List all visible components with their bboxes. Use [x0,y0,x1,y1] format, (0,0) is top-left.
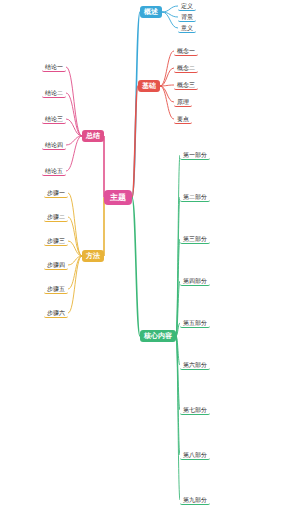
topic-text: 第一部分 [183,151,207,158]
branch-line [103,198,105,257]
topic-text: 步骤二 [47,213,65,220]
topic-text: 步骤六 [47,309,65,316]
topic-text: 意义 [181,24,193,31]
branch-line [132,86,138,198]
topic-text: 结论一 [45,63,63,70]
topic-text: 基础 [142,82,156,90]
leaf-topic: 第四部分 [180,276,210,286]
leaf-topic: 第三部分 [180,234,210,244]
leaf-topic: 结论二 [42,88,66,98]
topic-text: 核心内容 [144,332,172,340]
leaf-topic: 结论四 [42,140,66,150]
topic-text: 结论二 [45,89,63,96]
branch-line [66,119,82,136]
leaf-topic: 概念一 [174,46,198,56]
branch-line [176,281,180,336]
topic-text: 概念一 [177,47,195,54]
topic-text: 第九部分 [183,496,207,503]
topic-text: 概述 [144,8,158,16]
leaf-topic: 定义 [178,1,196,11]
leaf-topic: 第七部分 [180,405,210,415]
leaf-topic: 要点 [174,114,192,124]
branch-line [162,6,178,12]
topic-text: 步骤五 [47,285,65,292]
branch-line [160,68,174,86]
leaf-topic: 结论一 [42,62,66,72]
topic-text: 第六部分 [183,361,207,368]
branch-line [66,93,82,136]
topic-text: 概念二 [177,64,195,71]
leaf-topic: 步骤五 [44,284,68,294]
leaf-topic: 步骤四 [44,260,68,270]
branch-line [103,136,105,198]
topic-text: 概念三 [177,81,195,88]
topic-text: 第三部分 [183,235,207,242]
branch-topic: 方法 [82,250,104,262]
topic-text: 主题 [110,193,126,202]
branch-line [162,12,178,28]
branch-line [176,155,180,336]
branch-line [68,241,82,256]
leaf-topic: 背景 [178,12,196,22]
leaf-topic: 第六部分 [180,360,210,370]
topic-text: 步骤四 [47,261,65,268]
branch-topic: 概述 [140,6,162,18]
leaf-topic: 第八部分 [180,450,210,460]
leaf-topic: 第二部分 [180,192,210,202]
branch-topic: 核心内容 [140,330,176,342]
leaf-topic: 结论三 [42,114,66,124]
leaf-topic: 步骤一 [44,188,68,198]
topic-text: 第七部分 [183,406,207,413]
branch-line [132,12,140,198]
topic-text: 方法 [86,252,100,260]
branch-line [160,86,174,119]
leaf-topic: 步骤二 [44,212,68,222]
leaf-topic: 原理 [174,97,192,107]
branch-line [68,217,82,256]
topic-text: 结论三 [45,115,63,122]
central-topic: 主题 [104,190,132,205]
leaf-topic: 第一部分 [180,150,210,160]
branch-topic: 基础 [138,80,160,92]
branch-topic: 总结 [82,130,104,142]
topic-text: 背景 [181,13,193,20]
branch-line [160,51,174,86]
leaf-topic: 结论五 [42,166,66,176]
branch-line [160,85,174,86]
topic-text: 总结 [86,132,100,140]
leaf-topic: 步骤三 [44,236,68,246]
branch-line [160,86,174,102]
leaf-topic: 第五部分 [180,318,210,328]
topic-text: 第二部分 [183,193,207,200]
topic-text: 第八部分 [183,451,207,458]
branch-line [66,136,82,171]
topic-text: 第五部分 [183,319,207,326]
branch-line [132,198,140,337]
topic-text: 步骤三 [47,237,65,244]
topic-text: 定义 [181,2,193,9]
branch-line [68,193,82,256]
branch-line [66,67,82,136]
branch-line [176,197,180,336]
topic-text: 要点 [177,115,189,122]
leaf-topic: 概念二 [174,63,198,73]
leaf-topic: 意义 [178,23,196,33]
topic-text: 结论四 [45,141,63,148]
topic-text: 第四部分 [183,277,207,284]
topic-text: 步骤一 [47,189,65,196]
leaf-topic: 第九部分 [180,495,210,505]
leaf-topic: 步骤六 [44,308,68,318]
leaf-topic: 概念三 [174,80,198,90]
branch-line [68,256,82,313]
topic-text: 结论五 [45,167,63,174]
topic-text: 原理 [177,98,189,105]
